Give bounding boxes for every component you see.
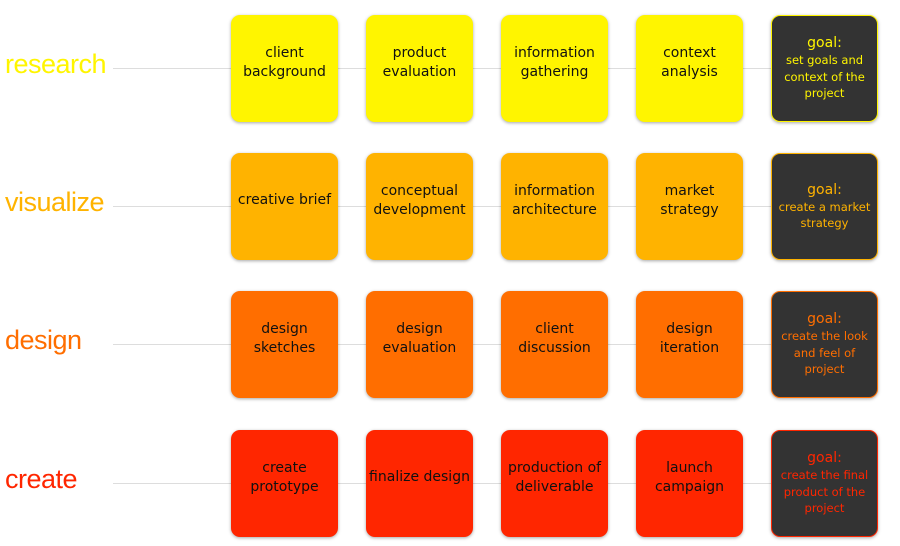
phase-row-research: research client background product evalu… bbox=[0, 15, 900, 123]
goal-box: goal: create the final product of the pr… bbox=[771, 430, 878, 537]
step-box: design sketches bbox=[231, 291, 338, 398]
step-label: client background bbox=[243, 44, 326, 80]
step-label: context analysis bbox=[661, 44, 718, 80]
phase-label: create bbox=[5, 464, 78, 494]
goal-title: goal: bbox=[807, 181, 842, 198]
step-label: production of deliverable bbox=[507, 459, 602, 495]
step-label: information gathering bbox=[514, 44, 595, 80]
goal-text: create a market strategy bbox=[778, 199, 871, 231]
step-box: create prototype bbox=[231, 430, 338, 537]
goal-box: goal: set goals and context of the proje… bbox=[771, 15, 878, 122]
step-label: design iteration bbox=[659, 320, 720, 356]
goal-text: create the final product of the project bbox=[780, 468, 869, 516]
step-box: product evaluation bbox=[366, 15, 473, 122]
step-box: design iteration bbox=[636, 291, 743, 398]
step-label: creative brief bbox=[237, 192, 332, 208]
step-box: context analysis bbox=[636, 15, 743, 122]
step-label: product evaluation bbox=[382, 44, 457, 80]
step-label: conceptual development bbox=[373, 182, 466, 218]
step-box: finalize design bbox=[366, 430, 473, 537]
step-box: information gathering bbox=[501, 15, 608, 122]
step-box: production of deliverable bbox=[501, 430, 608, 537]
goal-title: goal: bbox=[807, 311, 842, 328]
step-label: information architecture bbox=[512, 182, 597, 218]
phase-row-create: create create prototype finalize design … bbox=[0, 430, 900, 538]
step-box: launch campaign bbox=[636, 430, 743, 537]
phase-row-design: design design sketches design evaluation… bbox=[0, 291, 900, 399]
step-box: conceptual development bbox=[366, 153, 473, 260]
goal-title: goal: bbox=[807, 35, 842, 52]
phase-row-visualize: visualize creative brief conceptual deve… bbox=[0, 153, 900, 261]
goal-box: goal: create a market strategy bbox=[771, 153, 878, 260]
step-box: client background bbox=[231, 15, 338, 122]
step-label: design sketches bbox=[253, 320, 316, 356]
step-box: creative brief bbox=[231, 153, 338, 260]
step-label: create prototype bbox=[250, 459, 319, 495]
phase-label: research bbox=[5, 49, 107, 79]
step-label: design evaluation bbox=[382, 320, 457, 356]
step-box: client discussion bbox=[501, 291, 608, 398]
step-label: market strategy bbox=[660, 182, 719, 218]
step-label: launch campaign bbox=[654, 459, 725, 495]
step-label: client discussion bbox=[518, 320, 591, 356]
step-label: finalize design bbox=[369, 469, 470, 485]
step-box: market strategy bbox=[636, 153, 743, 260]
goal-text: create the look and feel of project bbox=[781, 329, 868, 377]
phase-label: visualize bbox=[5, 187, 105, 217]
step-box: design evaluation bbox=[366, 291, 473, 398]
step-box: information architecture bbox=[501, 153, 608, 260]
goal-box: goal: create the look and feel of projec… bbox=[771, 291, 878, 398]
goal-title: goal: bbox=[807, 450, 842, 467]
phase-label: design bbox=[5, 325, 82, 355]
goal-text: set goals and context of the project bbox=[784, 53, 865, 101]
